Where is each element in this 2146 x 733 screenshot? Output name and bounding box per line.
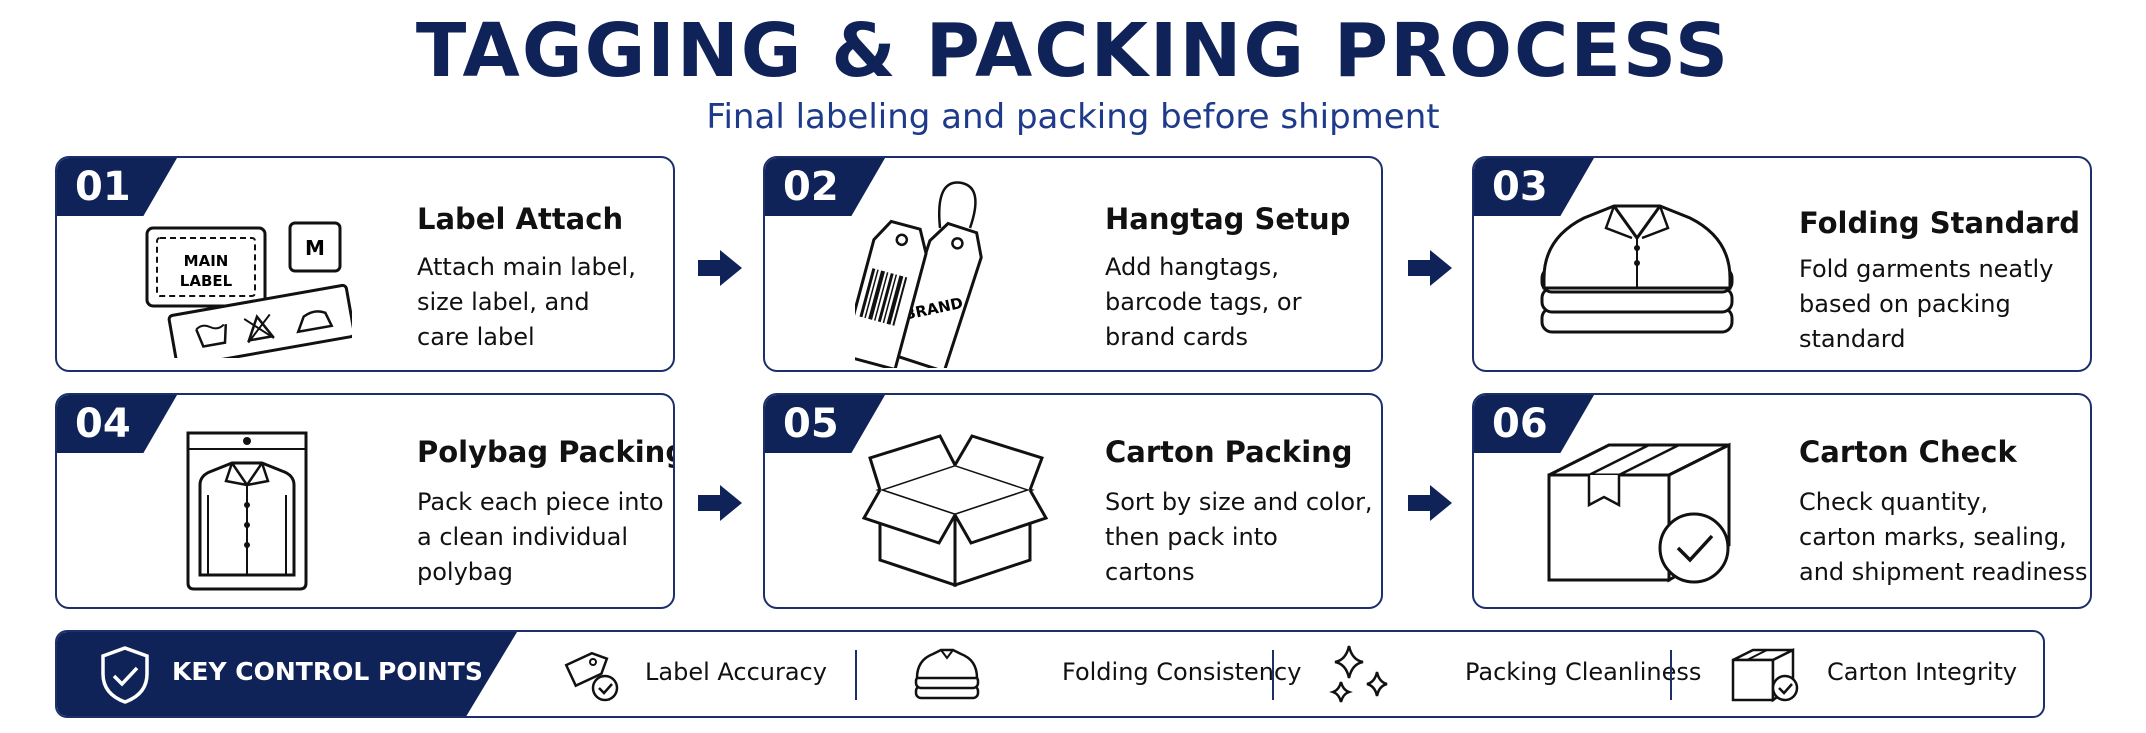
page-title: TAGGING & PACKING PROCESS [415,8,1731,94]
key-control-points-bar: KEY CONTROL POINTS Label Accuracy Foldin… [55,630,2045,718]
key-control-points-title: KEY CONTROL POINTS [172,657,483,686]
step-number: 04 [57,395,177,453]
tag-check-icon [564,651,619,702]
size-label-text: M [305,236,325,260]
step-number: 03 [1474,158,1594,216]
folded-shirts-icon [1534,193,1744,343]
step-card-folding-standard: 03 Folding Standard Fold garments neatly… [1472,156,2092,372]
control-point-label: Packing Cleanliness [1465,658,1702,686]
step-title: Carton Packing [1105,435,1353,469]
open-box-icon [860,430,1050,590]
step-title: Polybag Packing [417,435,675,469]
arrow-right-icon [698,485,742,521]
step-title: Carton Check [1799,435,2017,469]
sparkle-icon [1329,645,1388,703]
box-check-icon [1544,440,1744,590]
step-description: Check quantity,carton marks, sealing,and… [1799,488,2088,586]
page-subtitle: Final labeling and packing before shipme… [706,97,1440,137]
main-label-text-2: LABEL [180,272,233,290]
arrow-right-icon [698,250,742,286]
label-icon: MAIN LABEL M [142,218,352,358]
shield-check-icon [101,646,149,704]
step-card-carton-check: 06 Carton Check Check quantity,carton ma… [1472,393,2092,609]
divider [855,650,857,700]
arrow-right-icon [1408,485,1452,521]
divider [1670,650,1672,700]
arrow-right-icon [1408,250,1452,286]
step-number: 01 [57,158,177,216]
control-point-label: Carton Integrity [1827,658,2018,686]
step-card-hangtag-setup: 02 BRAND Hangtag Setup Add hangtag [763,156,1383,372]
step-title: Hangtag Setup [1105,202,1351,236]
step-number: 05 [765,395,885,453]
step-title: Folding Standard [1799,206,2081,240]
step-title: Label Attach [417,202,624,236]
polybag-shirt-icon [182,425,312,595]
step-number: 06 [1474,395,1594,453]
carton-check-icon [1731,647,1799,703]
divider [1272,650,1274,700]
folded-stack-icon [914,648,980,700]
step-card-label-attach: 01 MAIN LABEL M Label Attach Attach main… [55,156,675,372]
control-point-label: Label Accuracy [645,658,827,686]
main-label-text-1: MAIN [184,252,229,270]
step-card-carton-packing: 05 Carton Packing Sort by size and color… [763,393,1383,609]
control-point-label: Folding Consistency [1062,658,1302,686]
hangtag-icon: BRAND [855,173,1055,368]
